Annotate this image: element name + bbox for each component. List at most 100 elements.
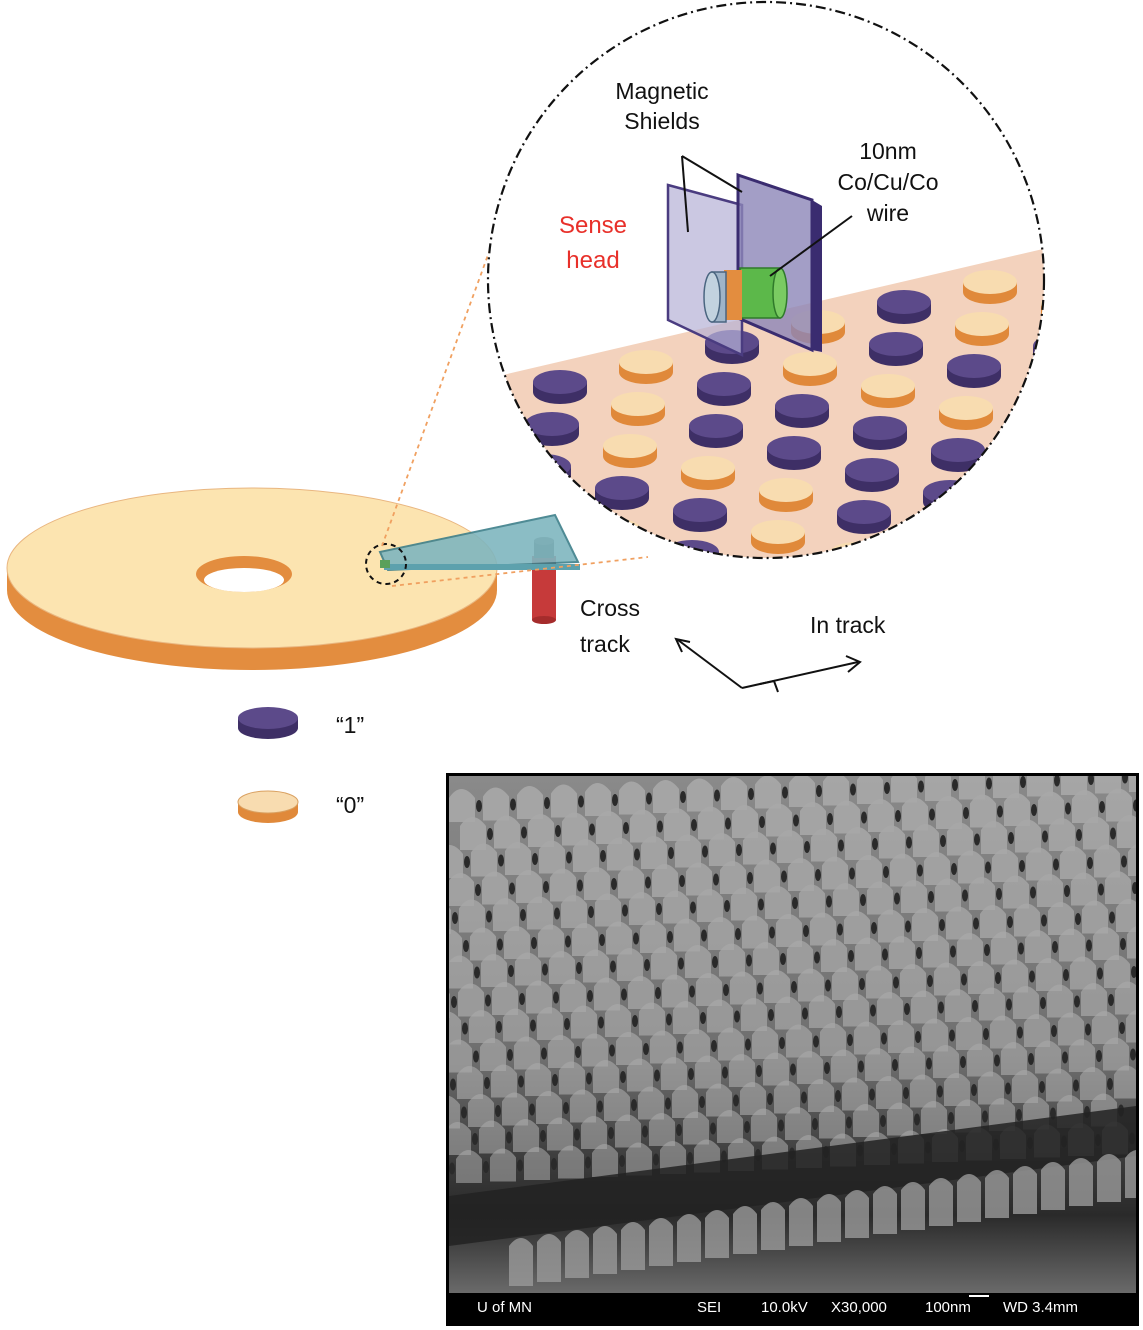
nanopillar [819, 1105, 845, 1139]
nanopillar [629, 892, 655, 925]
pore [646, 792, 652, 805]
nanopillar [1126, 1009, 1136, 1043]
pore [676, 1124, 682, 1136]
nanopillar [853, 1104, 879, 1137]
nanopillar [492, 982, 518, 1015]
nanopillar [787, 940, 813, 974]
bit-one [533, 370, 587, 404]
pore [1030, 886, 1036, 899]
nanopillar [505, 842, 531, 875]
nanopillar [831, 1049, 857, 1083]
bit-zero [681, 456, 735, 490]
pore [1054, 776, 1060, 787]
nanopillar [873, 1186, 897, 1234]
nanopillar [923, 934, 949, 968]
pore [984, 944, 990, 956]
nanopillar [695, 1055, 721, 1089]
bit-one [845, 458, 899, 492]
nanopillar [800, 802, 826, 835]
pore [880, 1115, 886, 1127]
pore [849, 867, 855, 880]
nanopillar [957, 933, 983, 966]
pore [790, 1063, 796, 1076]
nanopillar [1026, 847, 1052, 881]
pore [870, 1004, 876, 1017]
nanopillar [944, 1073, 970, 1106]
nanopillar [449, 955, 473, 989]
pore [1097, 967, 1103, 980]
pore [1121, 855, 1127, 868]
pore [564, 1018, 570, 1030]
nanopillar [560, 979, 586, 1012]
pore [552, 1074, 558, 1086]
nanopillar [1002, 959, 1028, 993]
nanopillar [1035, 1040, 1061, 1074]
nanopillar [912, 908, 938, 941]
pore [827, 813, 833, 825]
pore [824, 1062, 830, 1074]
nanopillar [865, 1048, 891, 1081]
nanopillar [854, 1021, 880, 1055]
pore [644, 959, 650, 971]
pore [508, 965, 514, 977]
pore [914, 1113, 920, 1126]
pore [995, 972, 1001, 984]
pore [1076, 829, 1082, 841]
pore [1005, 1082, 1011, 1095]
sem-scale-bar [969, 1295, 989, 1297]
nanopillar [844, 911, 870, 944]
pore [555, 825, 561, 837]
pore [711, 1040, 717, 1052]
pore [461, 1106, 467, 1119]
pore [519, 993, 525, 1005]
nanopillar [822, 856, 848, 890]
pore [927, 975, 933, 987]
nanopillar [887, 1102, 913, 1136]
pore [1019, 860, 1025, 872]
nanopillar [1081, 983, 1107, 1016]
bit-one [869, 332, 923, 366]
pore [586, 1072, 592, 1085]
nanopillar [706, 1083, 732, 1117]
nanopillar [513, 1119, 539, 1152]
pore [600, 850, 606, 862]
pore [1098, 883, 1104, 896]
nanopillar [517, 786, 543, 819]
pore [724, 900, 730, 912]
pore [770, 842, 776, 855]
nanopillar [990, 1015, 1016, 1049]
pore [906, 836, 912, 849]
pore [812, 1118, 818, 1130]
nanopillar [674, 918, 700, 952]
pore [452, 912, 458, 924]
pore [679, 875, 685, 887]
pore [1062, 1051, 1068, 1064]
pore [1007, 916, 1013, 928]
nanopillar [570, 1089, 596, 1123]
nanopillar [705, 1210, 729, 1258]
pore [553, 991, 559, 1004]
nanopillar [945, 989, 971, 1022]
pore [1087, 857, 1093, 869]
bit-zero [751, 520, 805, 554]
pore [736, 844, 742, 856]
nanopillar [856, 855, 882, 888]
pore [996, 888, 1002, 900]
nanopillar [459, 899, 485, 933]
nanopillar [653, 780, 679, 813]
nanopillar [493, 898, 519, 931]
pore [778, 1119, 784, 1132]
nanopillar [832, 967, 858, 1000]
nanopillar [789, 776, 815, 807]
nanopillar [753, 942, 779, 975]
nanopillar [1047, 984, 1073, 1018]
nanopillar [663, 890, 689, 924]
nanopillar [967, 1043, 993, 1077]
pore [767, 1093, 773, 1105]
nanopillar [558, 1145, 584, 1179]
nanopillar [1070, 956, 1096, 990]
nanopillar [929, 1178, 953, 1226]
nanopillar [449, 1122, 471, 1155]
nanopillar [751, 1108, 777, 1142]
bit-one [915, 522, 969, 556]
